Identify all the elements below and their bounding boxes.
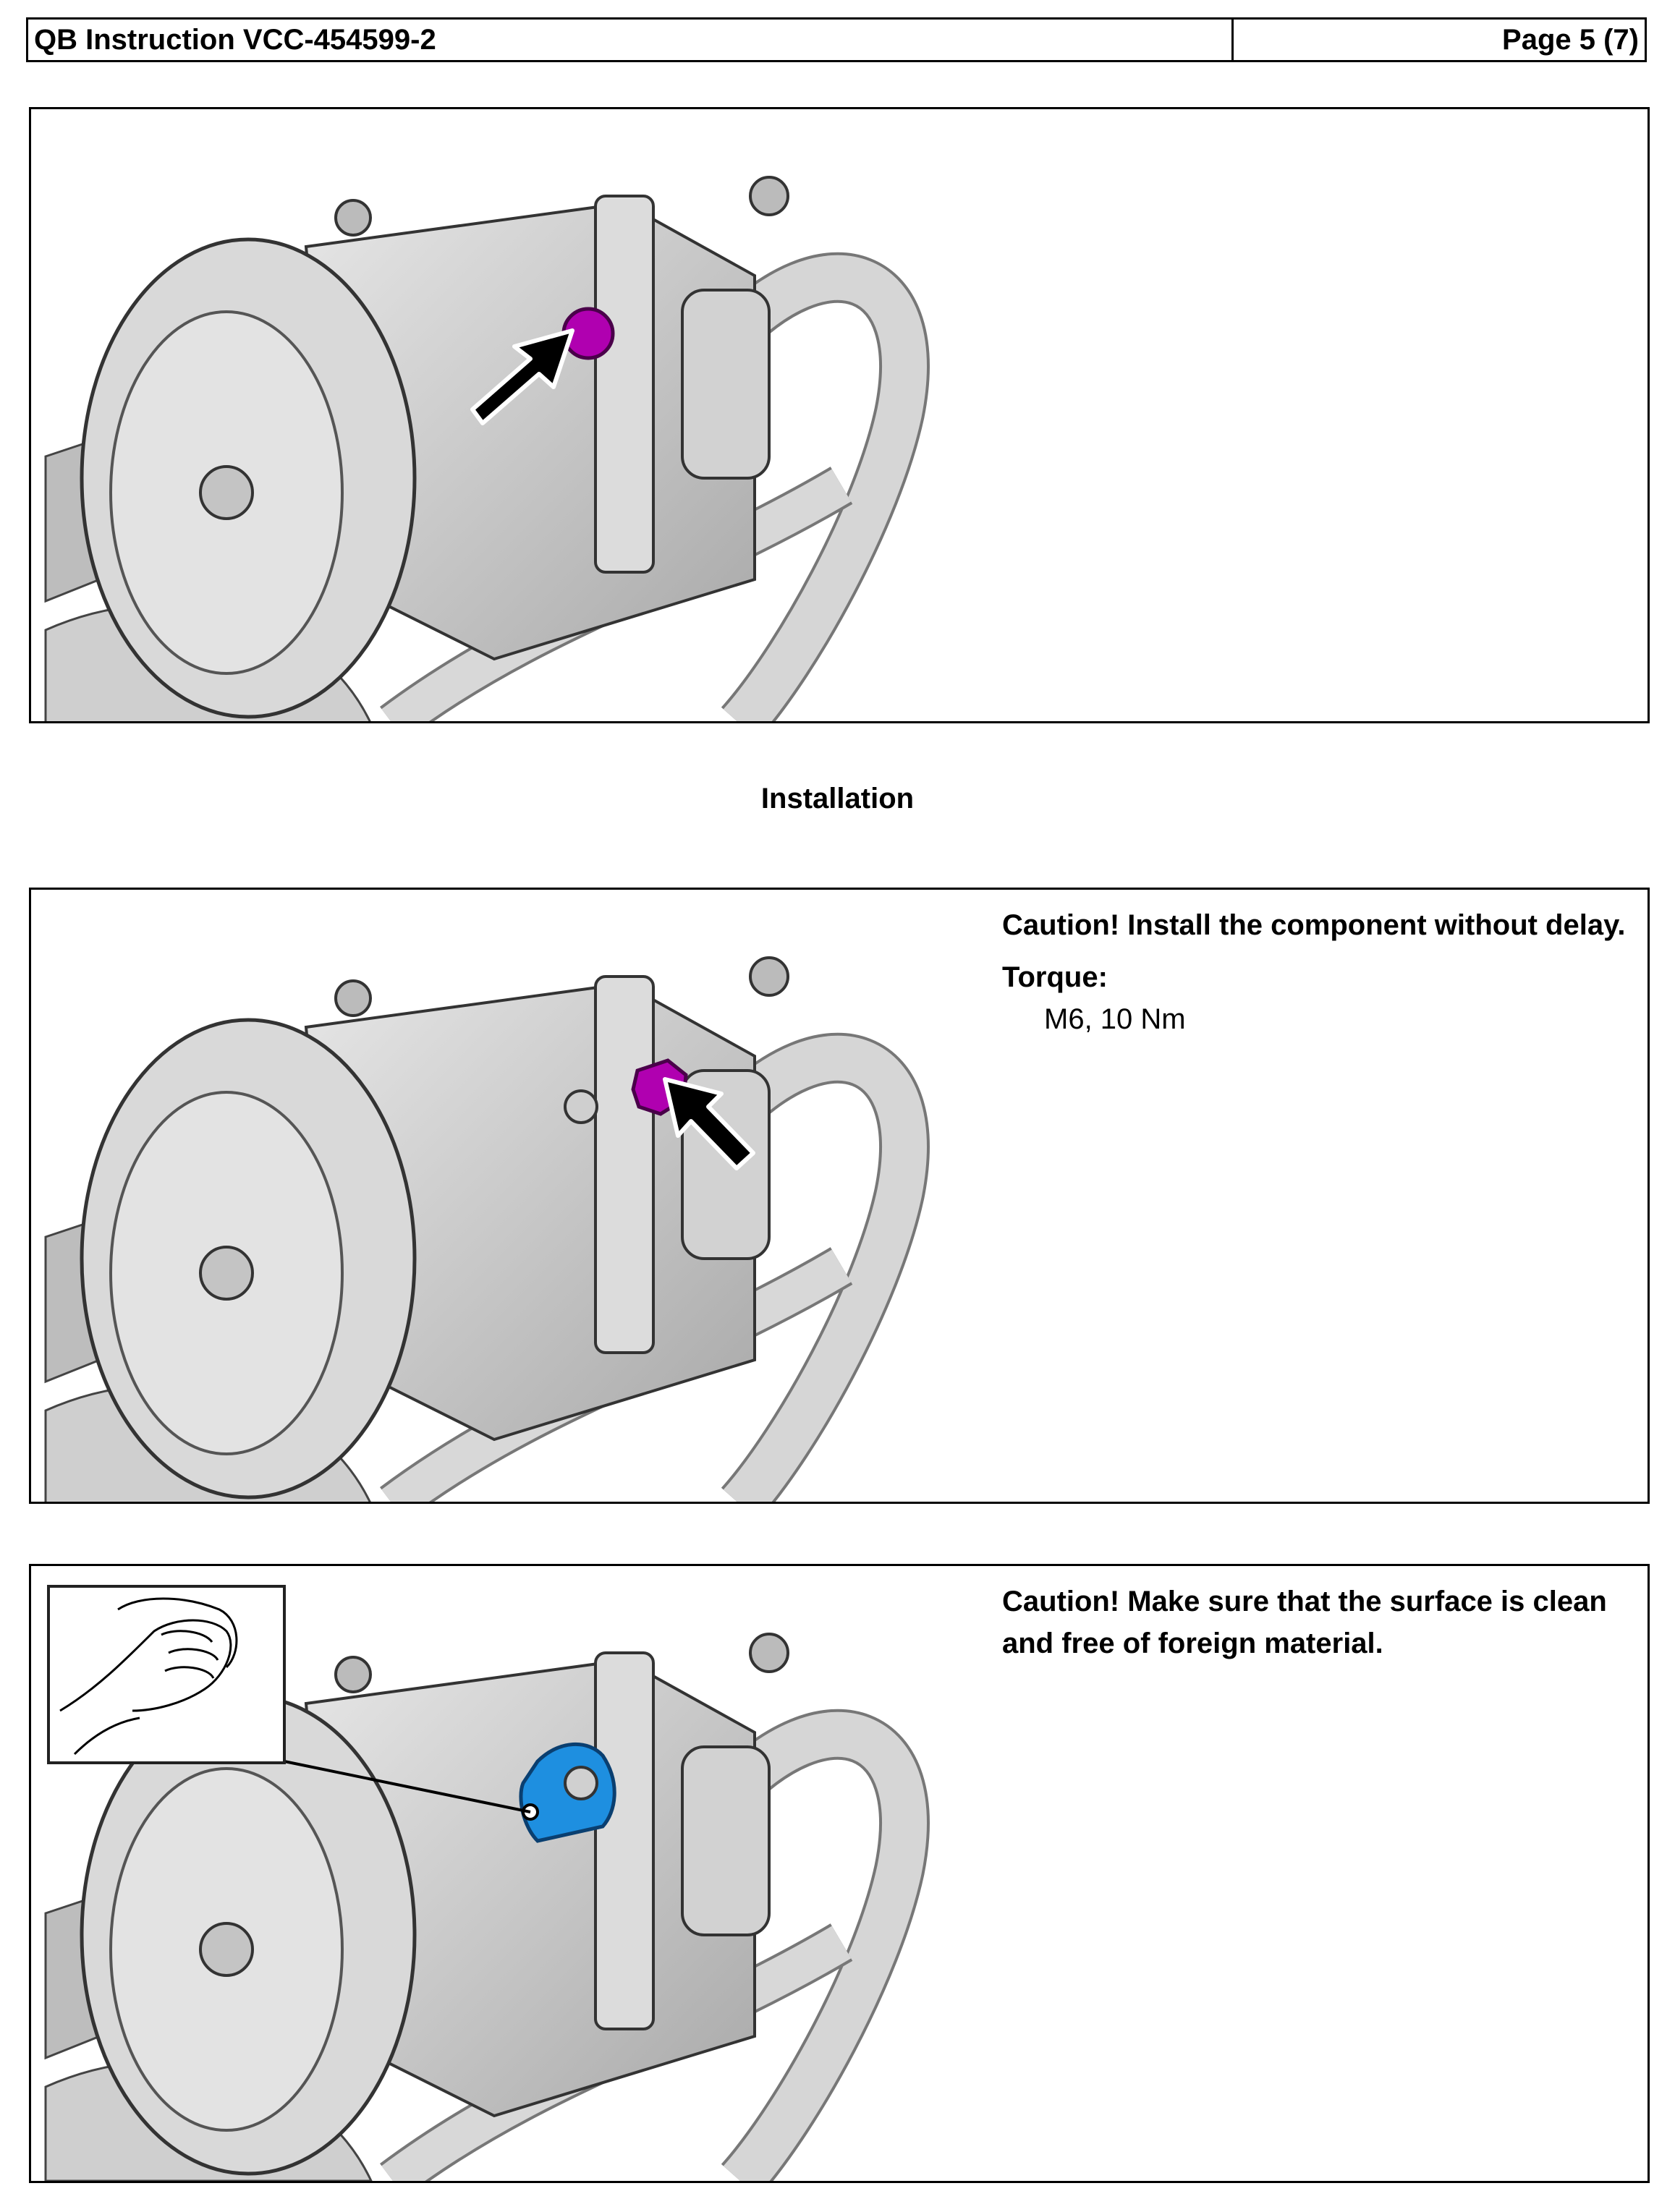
compressor-illustration — [44, 1585, 930, 2181]
document-title: QB Instruction VCC-454599-2 — [28, 20, 1234, 60]
step-text: Caution! Make sure that the surface is c… — [1002, 1581, 1639, 1664]
step-panel-install: Caution! Install the component without d… — [29, 888, 1650, 1504]
compressor-illustration — [44, 956, 930, 1502]
step-text: Caution! Install the component without d… — [1002, 904, 1639, 1040]
black-arrow-icon — [663, 1077, 755, 1170]
caution-text: Caution! Install the component without d… — [1002, 909, 1626, 941]
step-panel-clean-surface: Caution! Make sure that the surface is c… — [29, 1564, 1650, 2183]
torque-value: M6, 10 Nm — [1044, 1003, 1186, 1035]
compressor-illustration — [44, 176, 930, 721]
step-panel-removal — [29, 107, 1650, 723]
blue-surface-highlight — [519, 1742, 616, 1843]
document-header: QB Instruction VCC-454599-2 Page 5 (7) — [26, 17, 1647, 62]
black-arrow-icon — [470, 328, 574, 425]
torque-label: Torque: — [1002, 961, 1108, 993]
caution-text: Caution! Make sure that the surface is c… — [1002, 1586, 1607, 1659]
section-title: Installation — [760, 783, 915, 814]
hand-cleaning-icon — [47, 1585, 286, 1764]
page-number: Page 5 (7) — [1502, 24, 1639, 56]
